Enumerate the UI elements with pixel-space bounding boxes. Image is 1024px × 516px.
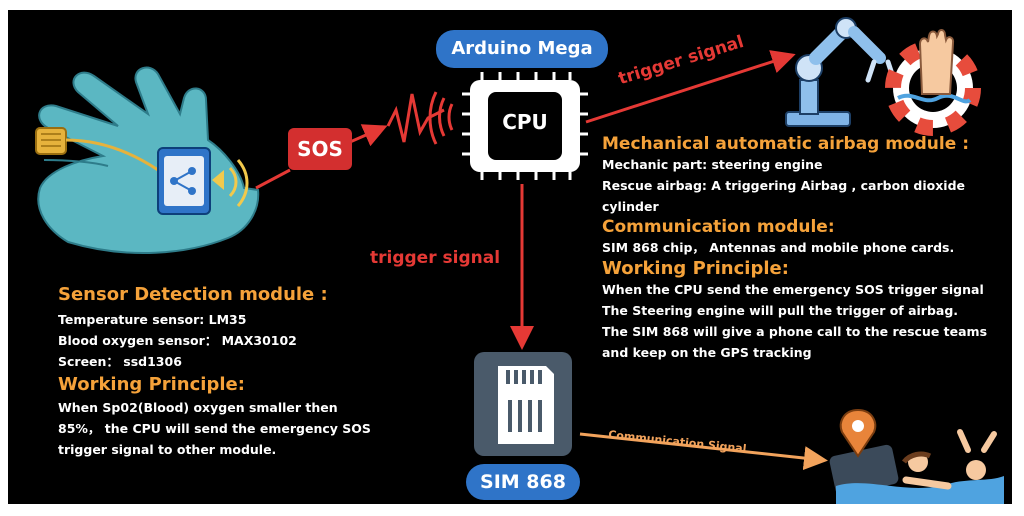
signal-glove-to-sos	[255, 168, 291, 190]
airbag-line: Mechanic part: steering engine	[602, 157, 823, 172]
right-principle-line: When the CPU send the emergency SOS trig…	[602, 282, 984, 297]
sensor-line: Temperature sensor: LM35	[58, 312, 247, 327]
right-principle-line: and keep on the GPS tracking	[602, 345, 812, 360]
arduino-mega-label: Arduino Mega	[436, 30, 608, 68]
sensor-line: Blood oxygen sensor： MAX30102	[58, 333, 297, 348]
sensor-principle-line: When Sp02(Blood) oxygen smaller then	[58, 400, 338, 415]
right-info-block: Mechanical automatic airbag module : Mec…	[602, 134, 987, 363]
airbag-line: Rescue airbag: A triggering Airbag , car…	[602, 178, 966, 193]
glove-icon	[35, 66, 260, 254]
sensor-module-title: Sensor Detection module :	[58, 284, 328, 305]
right-principle-title: Working Principle:	[602, 258, 789, 279]
rescue-phone-icon	[829, 408, 1004, 504]
lifebuoy-hand-icon	[885, 29, 981, 136]
communication-arrow	[579, 432, 828, 471]
comm-line: SIM 868 chip， Antennas and mobile phone …	[602, 240, 955, 255]
airbag-line: cylinder	[602, 199, 659, 214]
right-principle-line: The SIM 868 will give a phone call to th…	[602, 324, 988, 339]
right-principle-line: The Steering engine will pull the trigge…	[602, 303, 959, 318]
sensor-module-block: Sensor Detection module : Temperature se…	[58, 284, 371, 460]
sim-card-icon	[474, 352, 572, 456]
heartbeat-icon	[386, 93, 445, 143]
sos-badge: SOS	[288, 128, 352, 170]
sensor-line: Screen： ssd1306	[58, 354, 182, 369]
sensor-principle-line: trigger signal to other module.	[58, 442, 277, 457]
airbag-module-title: Mechanical automatic airbag module :	[602, 134, 969, 154]
diagram-canvas: Communication Signal Arduino Mega CPU SO…	[8, 10, 1012, 504]
diagram-graphics: Communication Signal	[35, 17, 1004, 504]
signal-waves-icon	[428, 91, 454, 145]
cpu-label: CPU	[502, 110, 548, 134]
sensor-principle-title: Working Principle:	[58, 374, 245, 395]
robot-arm-icon	[785, 17, 897, 127]
comm-module-title: Communication module:	[602, 217, 835, 237]
cpu-chip-icon	[462, 72, 588, 180]
sim868-label: SIM 868	[466, 464, 580, 500]
arrow-cpu-to-airbag	[585, 50, 796, 124]
trigger-signal-label-mid: trigger signal	[370, 248, 501, 268]
communication-signal-label: Communication Signal	[608, 428, 747, 455]
sensor-principle-line: 85%， the CPU will send the emergency SOS	[58, 421, 371, 436]
